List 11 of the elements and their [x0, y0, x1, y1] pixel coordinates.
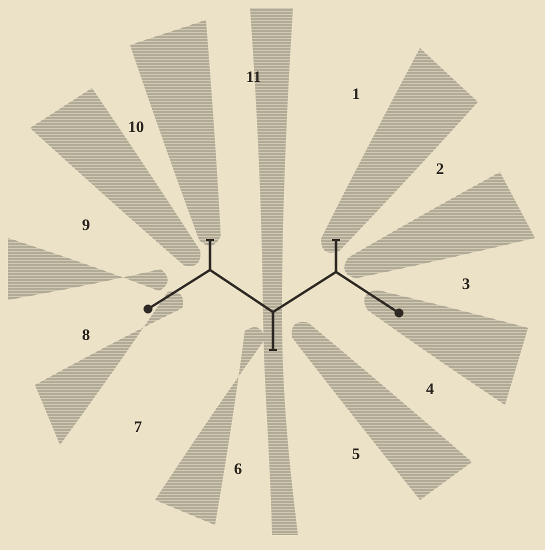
region-number: 8 [82, 328, 90, 344]
region-number: 4 [426, 382, 434, 398]
region-number: 5 [352, 447, 360, 463]
region-number: 6 [234, 462, 242, 478]
region-number: 10 [128, 120, 144, 136]
region-number: 3 [462, 277, 470, 293]
region-number: 1 [352, 87, 360, 103]
region-number: 2 [436, 162, 444, 178]
region-number: 9 [82, 218, 90, 234]
region-number: 7 [134, 420, 142, 436]
region-number: 11 [246, 70, 262, 86]
